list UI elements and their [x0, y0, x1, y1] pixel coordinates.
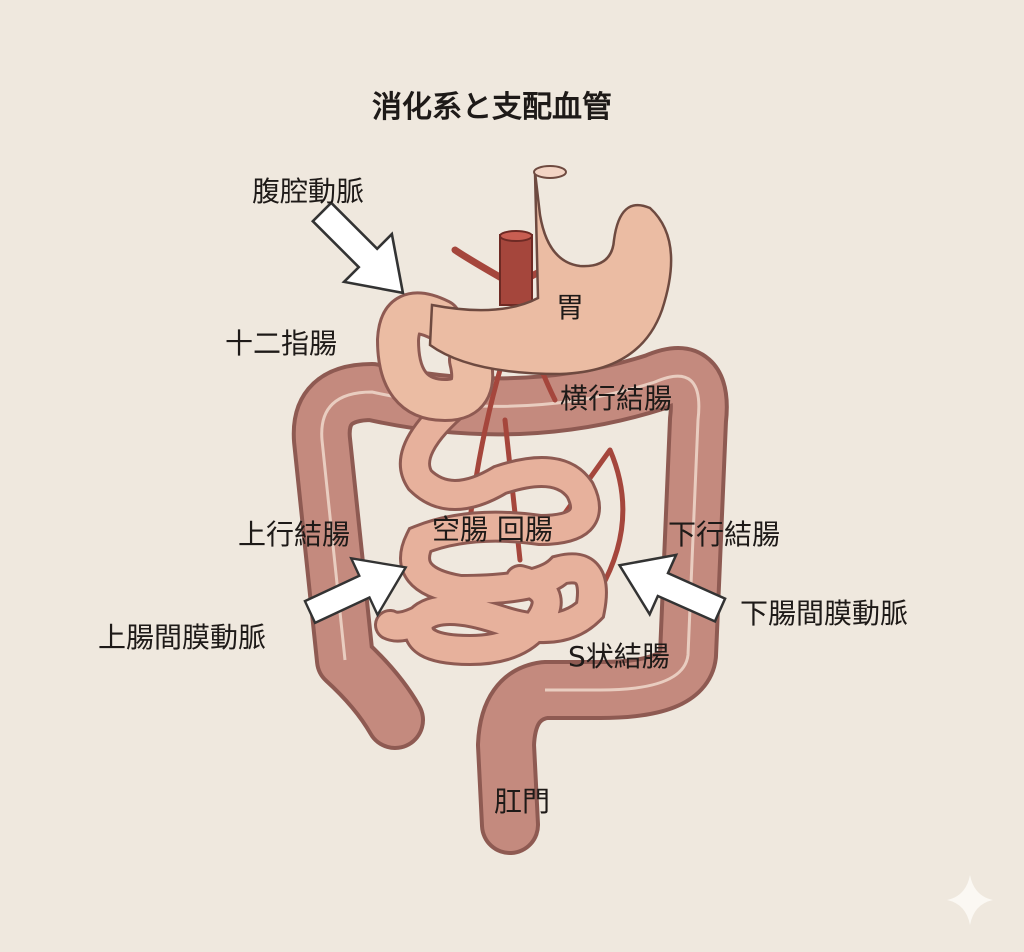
label-inferior-mesenteric-artery: 下腸間膜動脈 [740, 597, 909, 630]
label-anus: 肛門 [494, 785, 551, 818]
label-duodenum: 十二指腸 [225, 327, 338, 360]
stomach-shape [428, 171, 673, 376]
diagram-title: 消化系と支配血管 [372, 90, 612, 125]
label-stomach: 胃 [556, 291, 585, 324]
esophagus-opening [533, 165, 567, 179]
celiac-arrow-icon [310, 200, 405, 295]
label-ascending-colon: 上行結腸 [238, 518, 351, 551]
label-celiac-artery: 腹腔動脈 [252, 175, 365, 208]
label-superior-mesenteric-artery: 上腸間膜動脈 [98, 621, 267, 654]
aorta-top [499, 230, 533, 242]
ima-arrow-icon [617, 553, 727, 624]
sma-arrow-icon [303, 556, 408, 625]
label-sigmoid-colon: S状結腸 [568, 640, 670, 673]
label-transverse-colon: 横行結腸 [560, 382, 673, 415]
label-descending-colon: 下行結腸 [668, 518, 781, 551]
label-jejunum-ileum: 空腸 回腸 [432, 513, 553, 546]
aorta [499, 234, 533, 306]
small-intestine [374, 384, 608, 667]
large-intestine [291, 346, 729, 855]
sparkle-icon [947, 875, 993, 925]
